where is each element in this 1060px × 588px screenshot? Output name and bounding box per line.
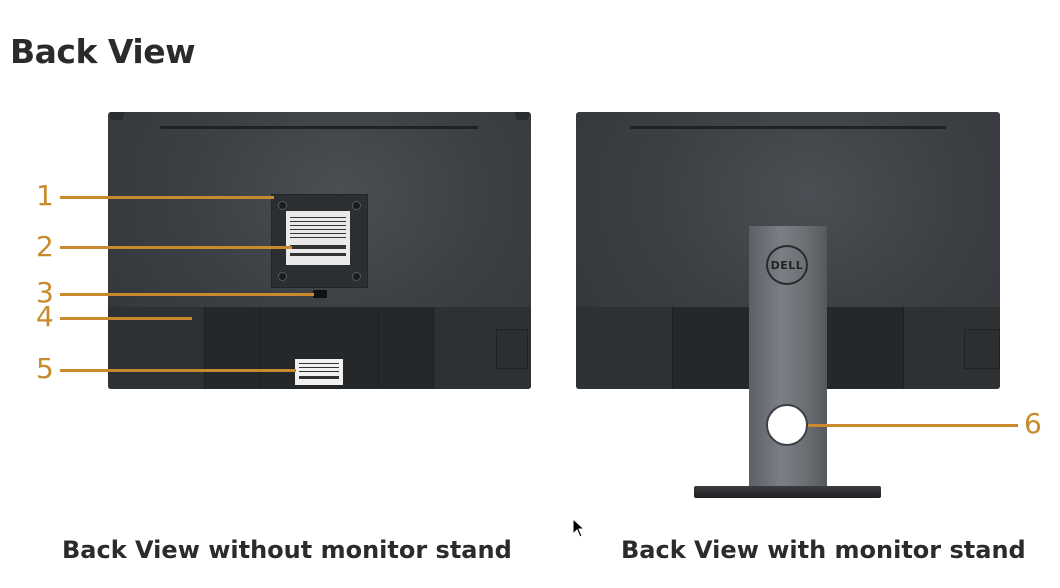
io-block-right	[826, 307, 904, 389]
io-panel-area	[108, 307, 531, 389]
callout-line-5	[60, 369, 296, 372]
dell-logo: DELL	[766, 245, 808, 285]
top-vent	[160, 126, 478, 129]
callout-number-6: 6	[1024, 407, 1042, 440]
monitor-stand-base	[694, 486, 881, 498]
callout-line-1	[60, 196, 274, 199]
cable-management-slot	[766, 404, 808, 446]
corner-foot-left	[110, 112, 124, 120]
vesa-hole	[352, 201, 361, 210]
io-block-left	[204, 307, 262, 389]
monitor-back-without-stand	[108, 112, 531, 389]
barcode-label	[295, 359, 343, 385]
vesa-hole	[352, 272, 361, 281]
callout-number-2: 2	[36, 230, 54, 263]
mouse-cursor-icon	[572, 518, 586, 538]
callout-line-4	[60, 317, 192, 320]
vesa-hole	[278, 272, 287, 281]
top-vent	[630, 126, 946, 129]
callout-number-3: 3	[36, 276, 54, 309]
callout-number-4: 4	[36, 300, 54, 333]
callout-line-2	[60, 246, 292, 249]
callout-line-3	[60, 293, 314, 296]
io-block-right	[378, 307, 434, 389]
caption-with-stand: Back View with monitor stand	[621, 536, 1026, 564]
vesa-hole	[278, 201, 287, 210]
callout-number-5: 5	[36, 352, 54, 385]
regulatory-label	[286, 211, 350, 265]
callout-number-1: 1	[36, 179, 54, 212]
security-lock-slot	[964, 329, 1000, 369]
corner-foot-right	[515, 112, 529, 120]
security-lock-slot	[496, 329, 528, 369]
caption-without-stand: Back View without monitor stand	[62, 536, 512, 564]
page-title: Back View	[10, 32, 196, 71]
stand-release-button	[313, 290, 327, 298]
io-block-left	[672, 307, 752, 389]
callout-line-6	[808, 424, 1018, 427]
vesa-mount-plate	[271, 194, 368, 288]
